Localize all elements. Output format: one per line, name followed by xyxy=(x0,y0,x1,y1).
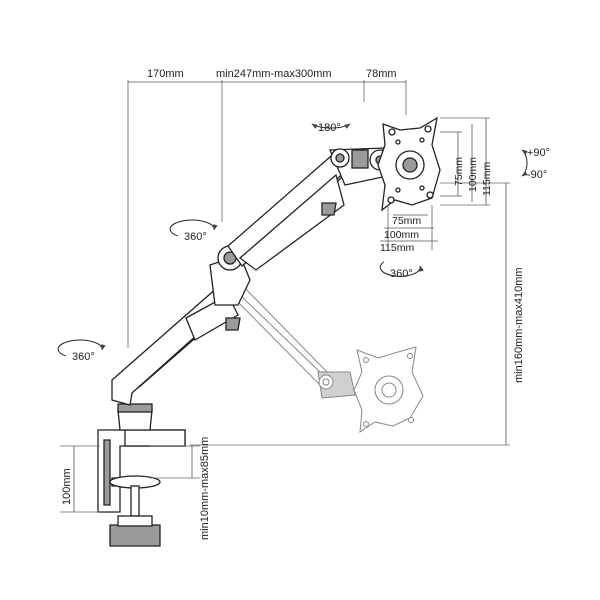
dimension-lines xyxy=(60,80,510,513)
label-monitor-rotation: 360° xyxy=(390,268,413,280)
label-clamp-range: min10mm-max85mm xyxy=(199,437,211,540)
label-top-mid: min247mm-max300mm xyxy=(216,68,332,80)
rotation-symbol-monitor xyxy=(379,261,424,277)
base-pole xyxy=(117,403,153,431)
label-vesa-h-115: 115mm xyxy=(481,162,493,196)
label-tilt-up: +90° xyxy=(527,147,550,159)
rotation-symbol-base xyxy=(57,339,106,357)
label-vesa-w-100: 100mm xyxy=(384,229,419,241)
rotation-labels: 180° +90° -90° 360° 360° 360° xyxy=(72,122,550,363)
label-vesa-w-115: 115mm xyxy=(380,242,414,254)
vesa-plate xyxy=(377,116,441,212)
ghost-lowered-arm xyxy=(227,277,424,433)
label-clamp-height: 100mm xyxy=(61,468,73,505)
label-height-range: min160mm-max410mm xyxy=(513,267,525,383)
upper-arm xyxy=(227,148,351,271)
ghost-vesa-plate xyxy=(353,346,424,433)
rotation-symbol-head xyxy=(311,123,351,129)
label-base-rotation: 360° xyxy=(72,351,95,363)
desk-clamp xyxy=(97,429,186,547)
label-top-left: 170mm xyxy=(147,68,184,80)
label-tilt-down: -90° xyxy=(527,169,547,181)
rotation-symbol-mid xyxy=(169,219,218,237)
label-vesa-h-100: 100mm xyxy=(467,157,479,192)
dimension-labels: 170mm min247mm-max300mm 78mm 75mm 100mm … xyxy=(61,68,525,540)
label-mid-rotation: 360° xyxy=(184,231,207,243)
label-top-right: 78mm xyxy=(366,68,397,80)
label-vesa-w-75: 75mm xyxy=(392,215,421,227)
label-vesa-h-75: 75mm xyxy=(453,157,465,186)
rotation-symbol-tilt xyxy=(521,149,528,177)
label-head-rotation: 180° xyxy=(318,122,341,134)
